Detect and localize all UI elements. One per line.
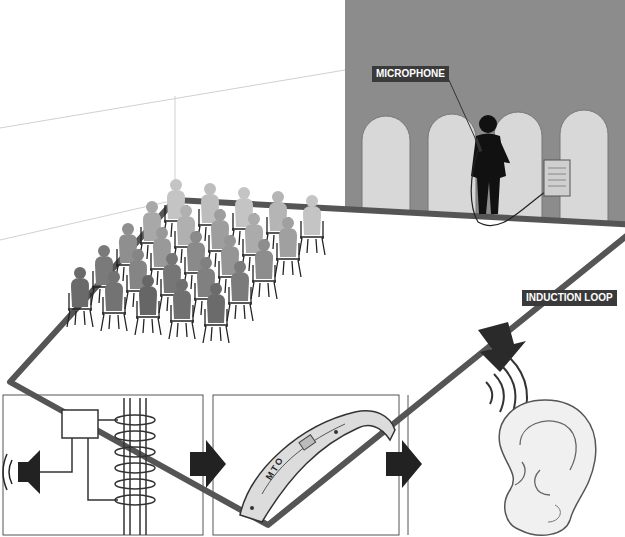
leader-line xyxy=(448,78,476,140)
hearing-aid xyxy=(240,411,395,522)
speaker-figure xyxy=(471,115,570,226)
panel-frames xyxy=(3,395,408,535)
part-name: MICROPHONE xyxy=(372,66,449,82)
flow-arrow xyxy=(386,440,422,488)
audience xyxy=(67,179,325,343)
flow-arrow xyxy=(190,440,226,488)
amplifier-coil xyxy=(3,398,155,535)
part-name: INDUCTION LOOP xyxy=(522,290,617,306)
back-wall xyxy=(345,0,625,232)
signal-arrow xyxy=(478,322,526,372)
ear xyxy=(499,400,596,535)
